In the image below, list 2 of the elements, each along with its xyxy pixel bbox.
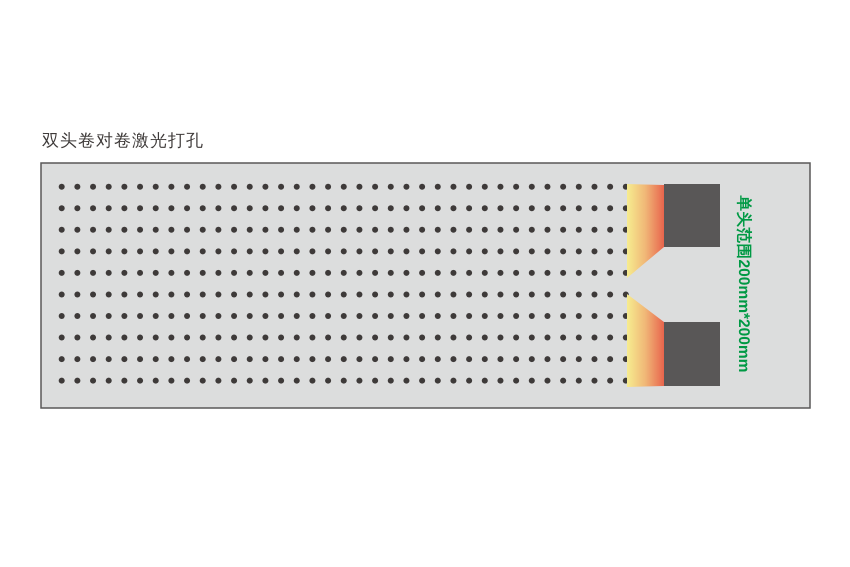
range-label: 单头范围200mm*200mm [735, 196, 751, 372]
title: 双头卷对卷激光打孔 [42, 131, 204, 152]
